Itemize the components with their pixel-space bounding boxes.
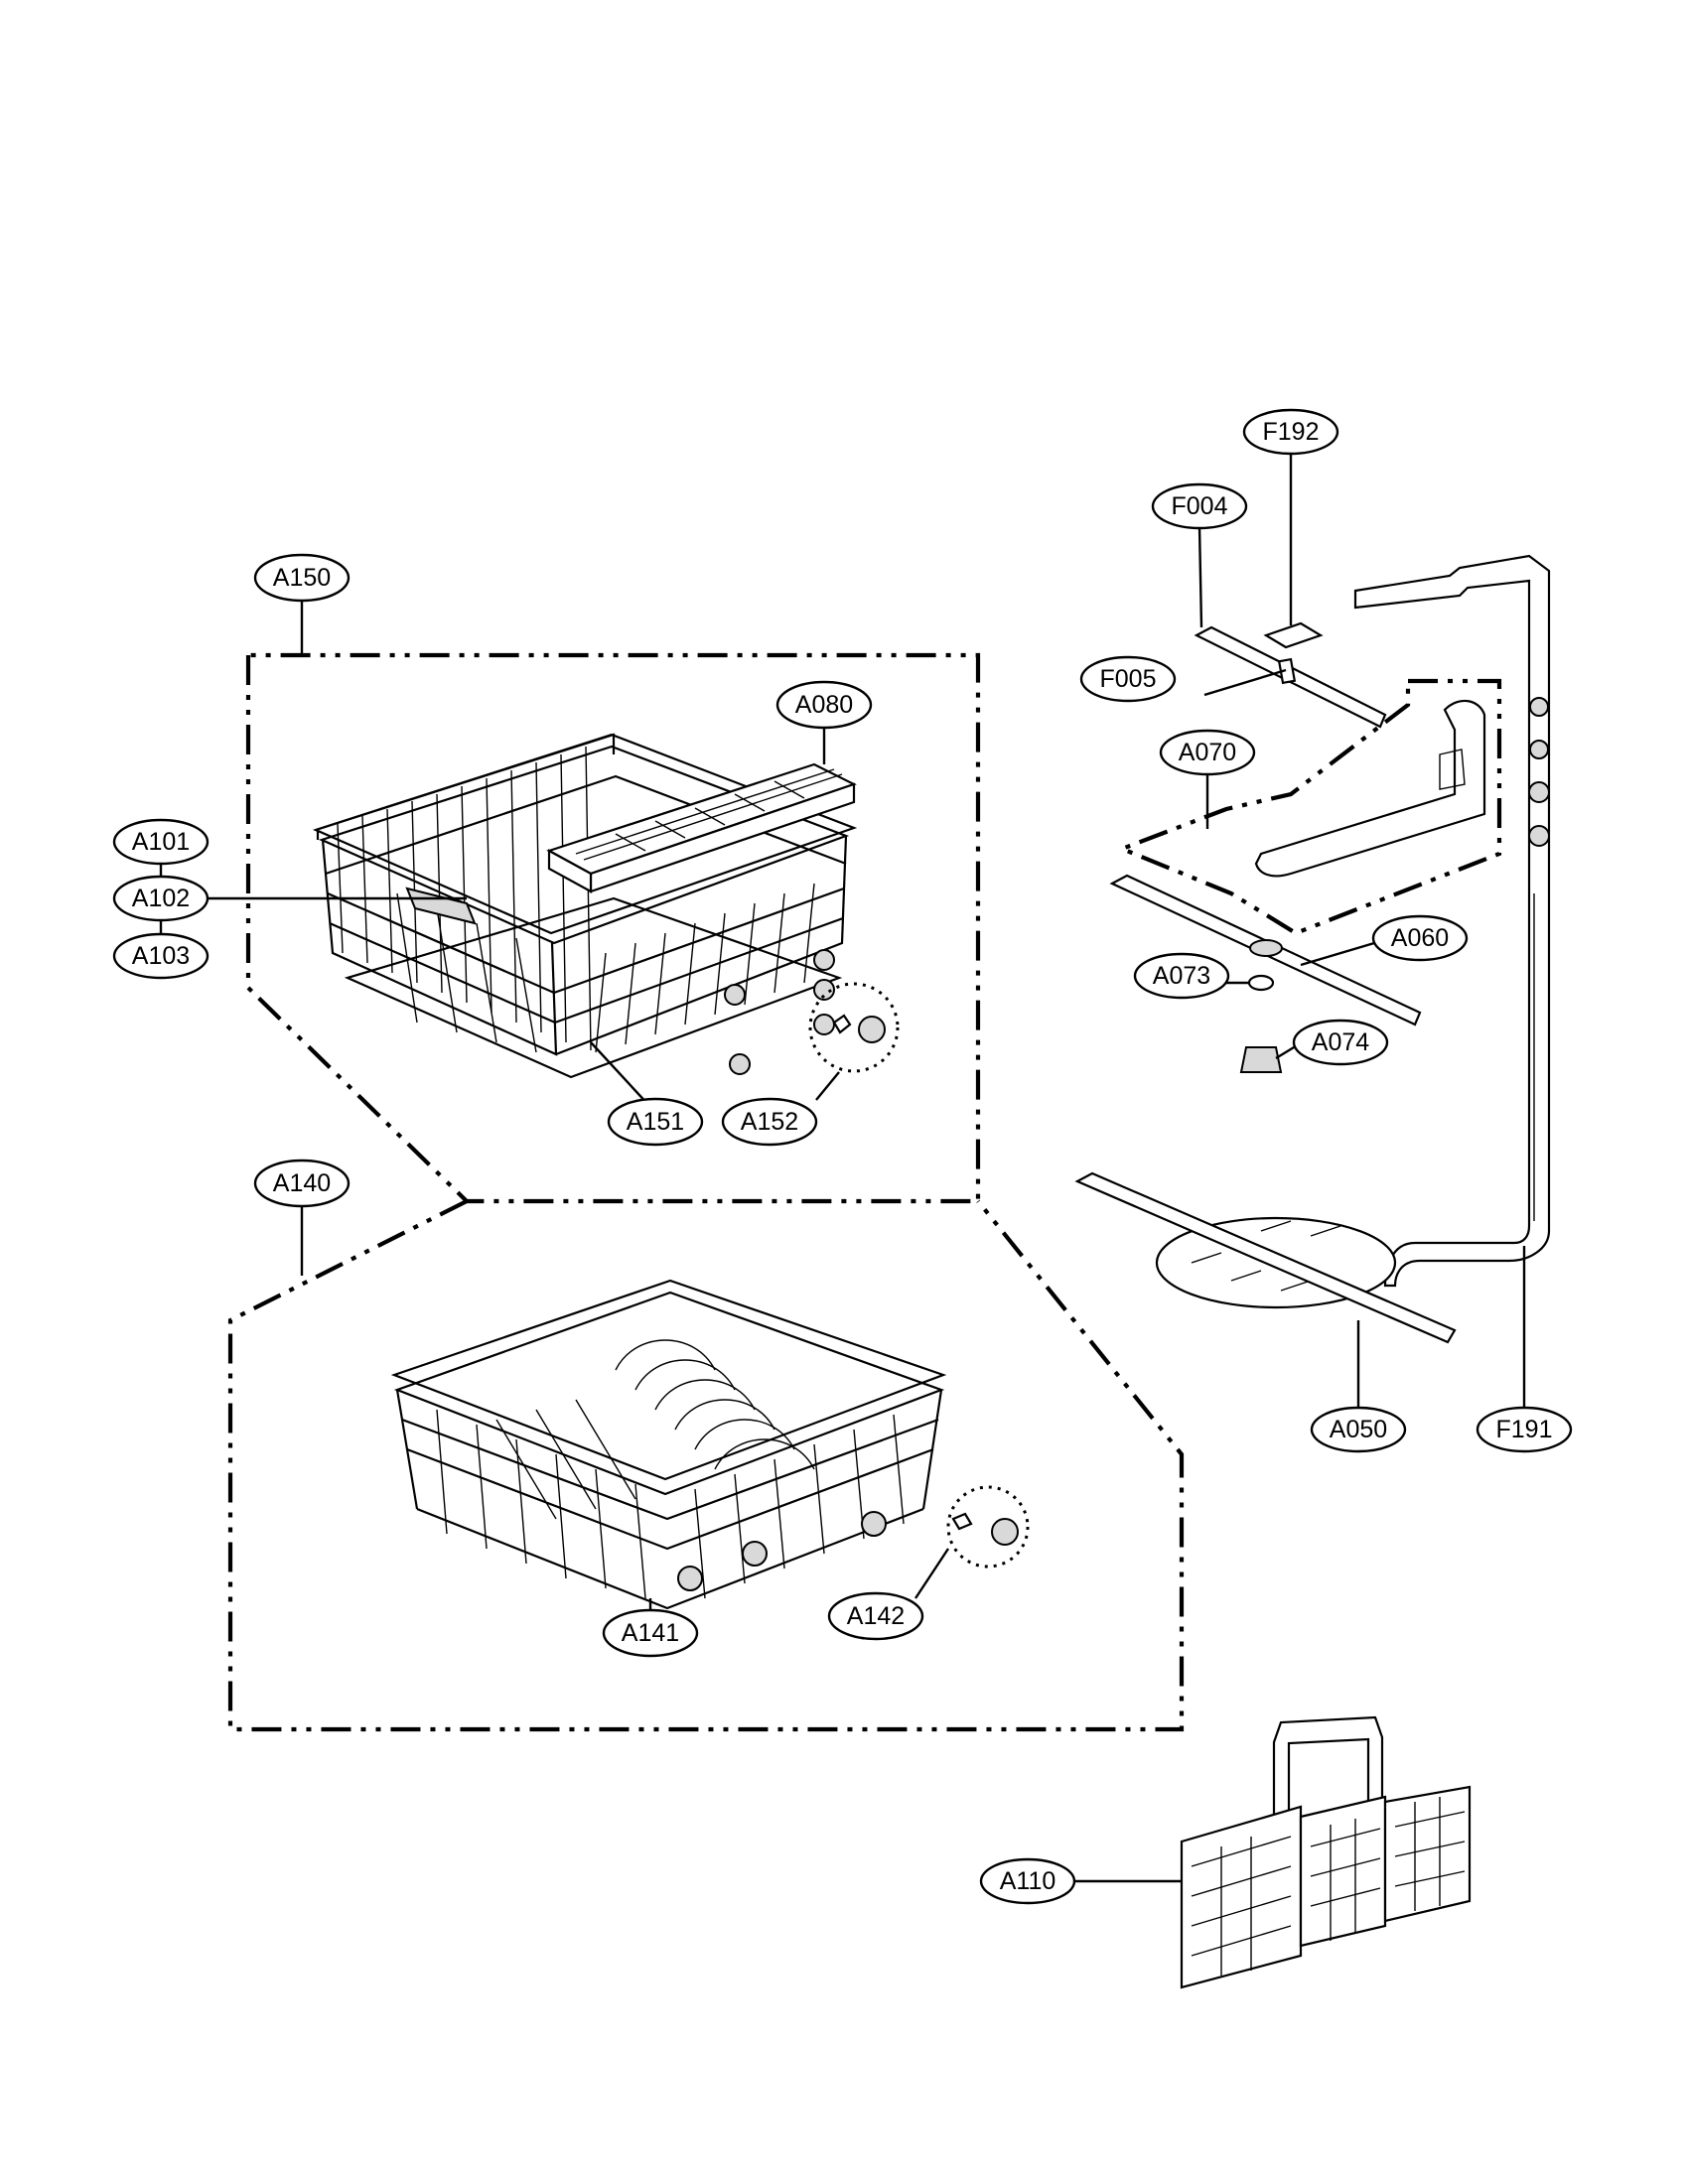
label-A074[interactable]: A074	[1292, 1019, 1389, 1066]
middle-spray-arm	[1109, 874, 1422, 1073]
svg-text:A151: A151	[627, 1108, 684, 1136]
label-A070[interactable]: A070	[1159, 729, 1256, 776]
label-A101[interactable]: A101	[112, 818, 210, 866]
silverware-basket	[1180, 1715, 1472, 1989]
lower-spray-arm	[1074, 1171, 1457, 1344]
svg-text:F192: F192	[1263, 418, 1320, 446]
svg-text:F004: F004	[1172, 492, 1228, 520]
label-A080[interactable]: A080	[775, 680, 873, 730]
water-supply-pipe	[1353, 554, 1551, 1288]
svg-text:A101: A101	[132, 828, 190, 856]
label-F192[interactable]: F192	[1242, 408, 1339, 456]
part-labels: A150 A080 A101 A102 A103 A151 A152 A140 …	[112, 408, 1573, 1905]
svg-text:A110: A110	[1000, 1867, 1056, 1895]
label-A140[interactable]: A140	[253, 1159, 351, 1208]
svg-text:F191: F191	[1496, 1416, 1553, 1443]
label-A102[interactable]: A102	[112, 875, 210, 922]
svg-text:A150: A150	[273, 564, 331, 592]
spray-arm-assembly-outline	[1116, 678, 1502, 936]
svg-text:A060: A060	[1391, 924, 1449, 952]
svg-text:A141: A141	[622, 1619, 679, 1647]
leader-lines	[159, 452, 1526, 1883]
svg-text:A103: A103	[132, 942, 190, 970]
label-F004[interactable]: F004	[1151, 482, 1248, 530]
label-A152[interactable]: A152	[721, 1097, 818, 1147]
label-F005[interactable]: F005	[1079, 655, 1177, 703]
label-A060[interactable]: A060	[1371, 914, 1469, 962]
label-A050[interactable]: A050	[1310, 1406, 1407, 1453]
upper-rack	[312, 733, 900, 1079]
label-A103[interactable]: A103	[112, 932, 210, 980]
label-A141[interactable]: A141	[602, 1608, 699, 1658]
cup-shelf	[546, 762, 857, 893]
label-F191[interactable]: F191	[1476, 1406, 1573, 1453]
label-A142[interactable]: A142	[827, 1591, 924, 1641]
label-A150[interactable]: A150	[253, 553, 351, 603]
svg-text:A152: A152	[741, 1108, 798, 1136]
svg-text:A070: A070	[1179, 739, 1236, 766]
spray-manifold	[1254, 699, 1486, 878]
label-A110[interactable]: A110	[979, 1857, 1076, 1905]
lower-rack	[390, 1279, 1030, 1610]
label-A073[interactable]: A073	[1133, 952, 1230, 1000]
svg-text:A140: A140	[273, 1169, 331, 1197]
svg-text:A074: A074	[1312, 1028, 1369, 1056]
upper-rack-group-outline	[245, 602, 981, 1204]
svg-text:A073: A073	[1153, 962, 1210, 990]
svg-text:A080: A080	[795, 691, 853, 719]
svg-text:A142: A142	[847, 1602, 905, 1630]
svg-text:A102: A102	[132, 885, 190, 912]
svg-text:F005: F005	[1100, 665, 1157, 693]
label-A151[interactable]: A151	[607, 1097, 704, 1147]
svg-text:A050: A050	[1330, 1416, 1387, 1443]
lower-rack-group-outline	[227, 1199, 1185, 1732]
top-spray-arm	[1194, 621, 1387, 729]
